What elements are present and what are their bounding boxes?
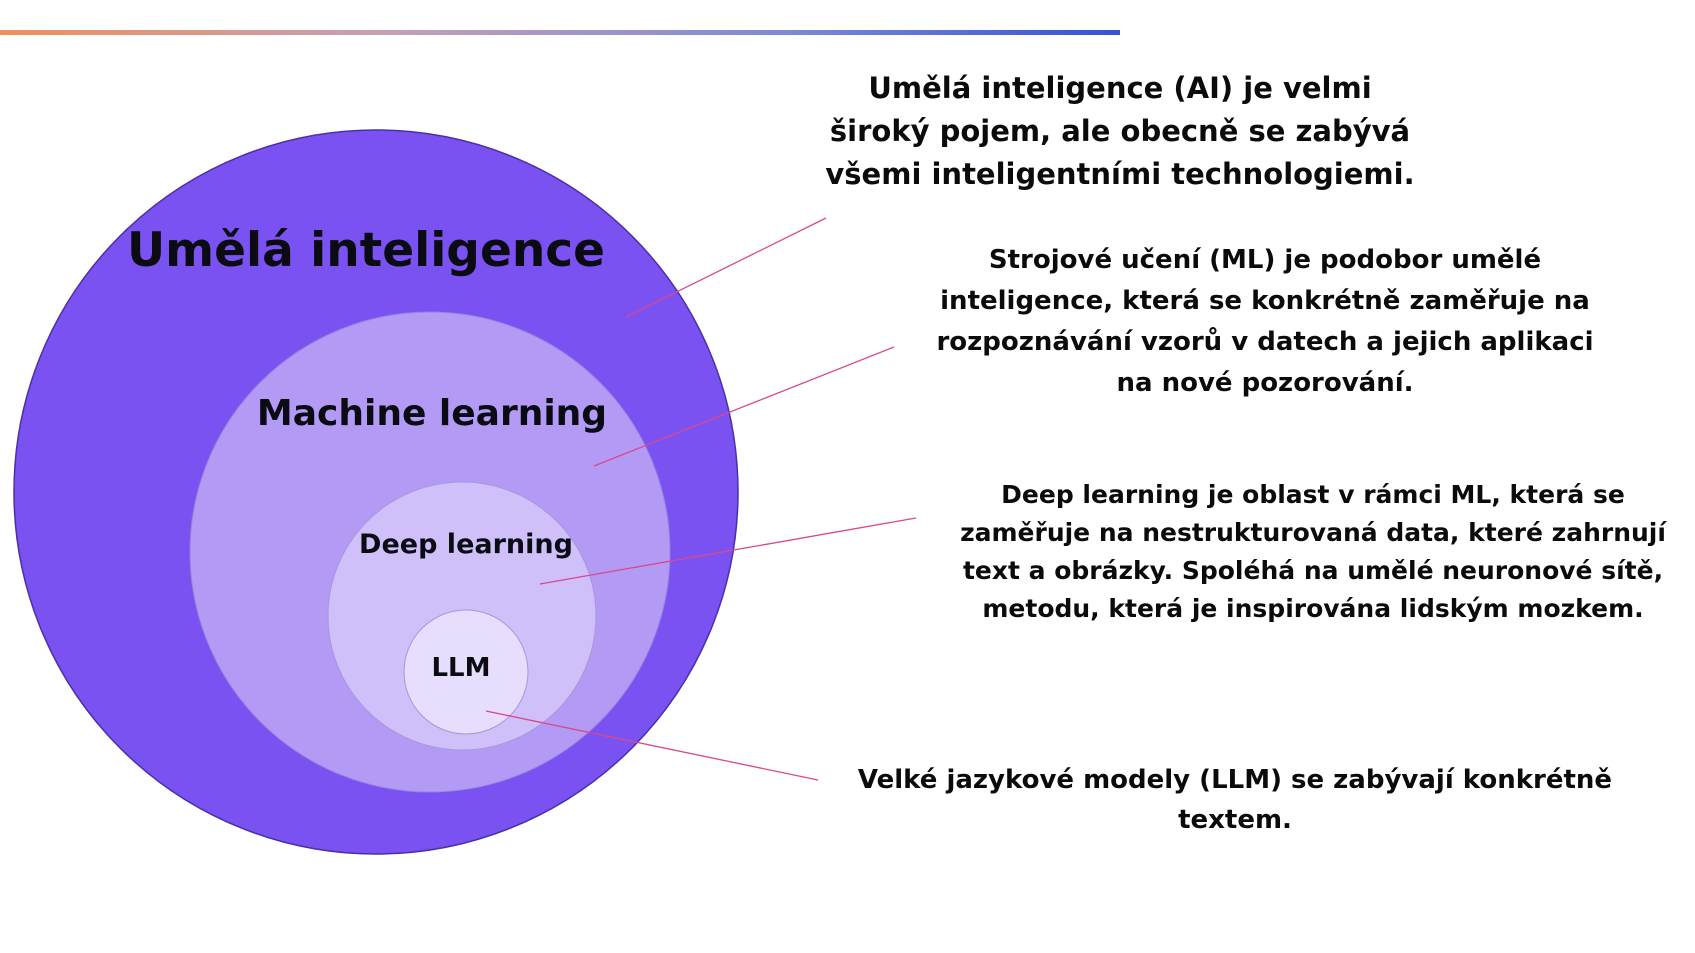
description-ai: Umělá inteligence (AI) je velmi široký p… [825, 71, 1415, 191]
connector-ai [625, 217, 827, 318]
label-dl: Deep learning [359, 529, 573, 560]
connector-ml [593, 346, 895, 467]
connector-dl [539, 517, 917, 585]
label-ai: Umělá inteligence [127, 223, 605, 278]
description-llm: Velké jazykové modely (LLM) se zabývají … [857, 765, 1613, 835]
label-ml: Machine learning [257, 393, 607, 434]
top-accent-bar [0, 30, 1120, 35]
connector-llm [485, 710, 819, 781]
label-llm: LLM [431, 653, 490, 683]
description-ml: Strojové učení (ML) je podobor umělé int… [936, 245, 1594, 398]
circle-llm [403, 609, 529, 735]
description-dl: Deep learning je oblast v rámci ML, kter… [960, 480, 1666, 623]
